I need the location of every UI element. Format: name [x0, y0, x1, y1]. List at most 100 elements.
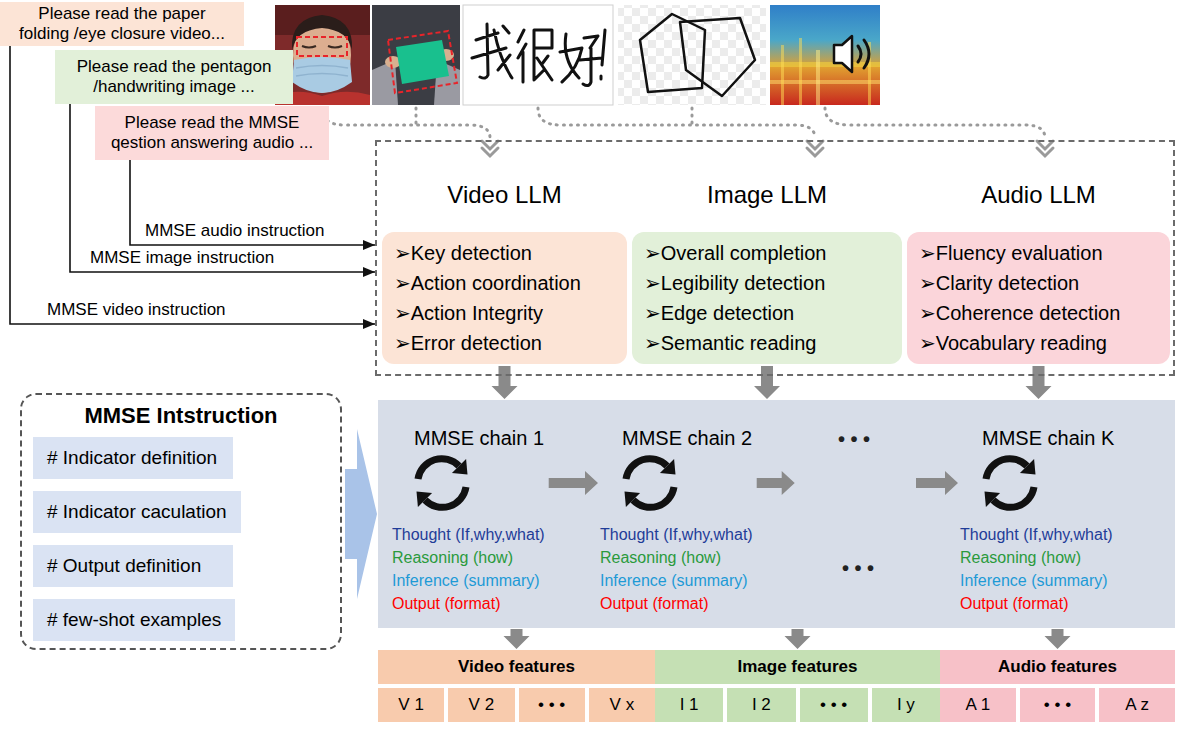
instruction-arrow — [10, 46, 375, 324]
block-arrow — [345, 429, 377, 599]
llm-module: Video LLM ➢Key detection➢Action coordinat… — [382, 180, 627, 364]
feature-cell-text: A z — [1099, 688, 1175, 722]
feature-cell: I y — [872, 688, 940, 722]
module-item: ➢Action coordination — [394, 268, 621, 298]
chain-step: Inference (summary) — [392, 569, 545, 592]
chain-arrow — [757, 471, 958, 495]
spectrum-streak — [799, 38, 802, 105]
module-title: Audio LLM — [907, 180, 1170, 210]
spectrum-band — [770, 80, 880, 84]
chain-step: Thought (If,why,what) — [392, 523, 545, 546]
chain-step: Reasoning (how) — [600, 546, 753, 569]
feature-cell-text: I 1 — [655, 688, 723, 722]
instruction-box: Please read the paper folding /eye closu… — [0, 2, 244, 46]
chain-panel: MMSE chain 1Thought (If,why,what)Reasoni… — [378, 400, 1175, 628]
handwriting-photo — [463, 5, 613, 105]
instruction-text: Please read the MMSE qestion answering a… — [105, 113, 319, 153]
spectrogram-photo — [770, 5, 880, 105]
chain-step: Reasoning (how) — [392, 546, 545, 569]
label-holder: • • • — [842, 556, 874, 580]
module-item: ➢Vocabulary reading — [919, 328, 1164, 358]
feature-cell-text: V 1 — [378, 688, 444, 722]
feature-cell: I 2 — [727, 688, 795, 722]
item-text: # few-shot examples — [47, 599, 221, 641]
module-body: ➢Fluency evaluation➢Clarity detection➢Co… — [907, 232, 1170, 364]
icon-space — [960, 451, 1114, 523]
chevron-head — [1037, 141, 1053, 149]
feature-cell: • • • — [519, 688, 585, 722]
instruction-box: Please read the pentagon /handwriting im… — [55, 50, 293, 104]
chevron-head — [1037, 148, 1053, 156]
module-title: Image LLM — [632, 180, 902, 210]
photo-ground — [463, 5, 613, 105]
instruction-text: Please read the paper folding /eye closu… — [14, 4, 230, 44]
edge-label: MMSE video instruction — [47, 300, 226, 320]
feature-cell-text: • • • — [1020, 688, 1096, 722]
item-text: # Output definition — [47, 545, 219, 587]
module-item: ➢Error detection — [394, 328, 621, 358]
module-title: Video LLM — [382, 180, 627, 210]
dotted-input-arrows — [322, 108, 1053, 156]
flow-arrow — [754, 366, 780, 399]
icon-space — [392, 451, 545, 523]
instruction-arrow — [70, 104, 375, 272]
pentagon-drawing — [680, 18, 755, 96]
chain-title: MMSE chain K — [960, 425, 1114, 451]
detection-box — [297, 37, 347, 56]
mask — [292, 57, 352, 93]
module-item: ➢Semantic reading — [644, 328, 896, 358]
chevron-head — [807, 141, 823, 149]
flow-arrow — [504, 629, 530, 649]
chain-step: Inference (summary) — [600, 569, 753, 592]
flow-arrow — [492, 366, 518, 399]
chain-step: Thought (If,why,what) — [600, 523, 753, 546]
item-text: # Indicator caculation — [47, 491, 227, 533]
flow-arrow — [1045, 629, 1071, 649]
instruction-text: Please read the pentagon /handwriting im… — [65, 57, 283, 97]
feature-cell: I 1 — [655, 688, 723, 722]
cycle-icon — [417, 459, 468, 508]
module-body: ➢Overall completion➢Legibility detection… — [632, 232, 902, 364]
edge-label-holder: MMSE image instruction — [90, 248, 274, 268]
feature-cell: • • • — [1020, 688, 1096, 722]
flow-arrow — [1026, 366, 1052, 399]
chain-panel-ground — [378, 400, 1175, 628]
feature-cell-text: • • • — [519, 688, 585, 722]
chain-step: Reasoning (how) — [960, 546, 1114, 569]
feature-cell: V x — [589, 688, 655, 722]
llm-module: Audio LLM ➢Fluency evaluation➢Clarity det… — [907, 180, 1170, 364]
feature-cell-text: I 2 — [727, 688, 795, 722]
edge-label: MMSE image instruction — [90, 248, 274, 268]
feature-cell: A 1 — [940, 688, 1016, 722]
feature-band: Image featuresI 1I 2• • •I y — [655, 650, 940, 722]
detection-box — [388, 31, 457, 93]
module-item: ➢Coherence detection — [919, 298, 1164, 328]
paper-folding-photo — [372, 5, 460, 105]
module-item: ➢Key detection — [394, 238, 621, 268]
handwriting-strokes — [472, 24, 605, 86]
chain-title: MMSE chain 2 — [600, 425, 753, 451]
module-item: ➢Fluency evaluation — [919, 238, 1164, 268]
cycle-icon — [625, 459, 676, 508]
spectrogram — [770, 5, 880, 105]
edge-label-holder: MMSE audio instruction — [145, 221, 325, 241]
dotted-arrow — [538, 108, 815, 138]
chain-step: Output (format) — [960, 592, 1114, 615]
instruction-item: # Indicator caculation — [33, 491, 241, 533]
chevron-head — [482, 141, 498, 149]
instruction-arrow — [130, 160, 375, 245]
module-body: ➢Key detection➢Action coordination➢Actio… — [382, 232, 627, 364]
photo-ground — [618, 5, 766, 105]
llm-module: Image LLM ➢Overall completion➢Legibility … — [632, 180, 902, 364]
reasoning-chain: MMSE chain 1 Thought (If,why,what)Reasoni… — [392, 425, 545, 615]
dotted-arrow — [322, 108, 490, 138]
feature-band: Audio featuresA 1• • •A z — [940, 650, 1175, 722]
reasoning-chain: MMSE chain 2 Thought (If,why,what)Reasoni… — [600, 425, 753, 615]
feature-cell: V 1 — [378, 688, 444, 722]
feature-cell-text: V 2 — [448, 688, 514, 722]
sound-waves — [858, 40, 869, 68]
chain-arrow — [549, 471, 598, 495]
chain-title: MMSE chain 1 — [392, 425, 545, 451]
item-text: # Indicator definition — [47, 437, 219, 479]
